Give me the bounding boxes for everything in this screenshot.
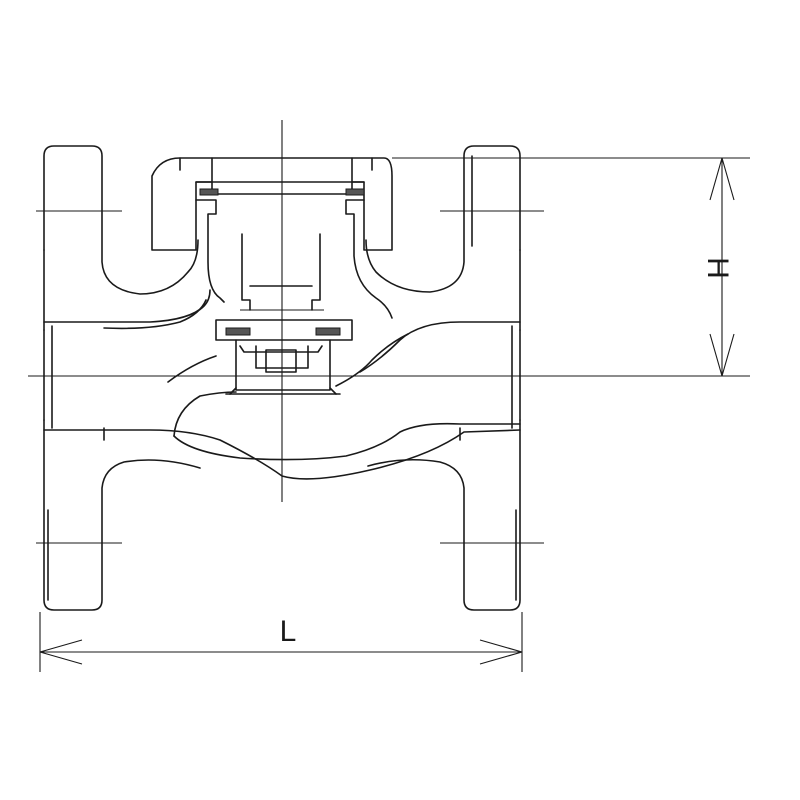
height-dimension: H bbox=[392, 157, 750, 377]
right-flanges bbox=[47, 145, 521, 611]
center-lines bbox=[28, 120, 556, 544]
bonnet bbox=[151, 157, 393, 319]
valve-body bbox=[43, 289, 521, 480]
left-flanges bbox=[43, 145, 201, 611]
height-label: H bbox=[701, 257, 734, 279]
length-dimension: L bbox=[39, 612, 523, 672]
disc-assembly bbox=[215, 233, 353, 395]
length-label: L bbox=[280, 615, 297, 648]
